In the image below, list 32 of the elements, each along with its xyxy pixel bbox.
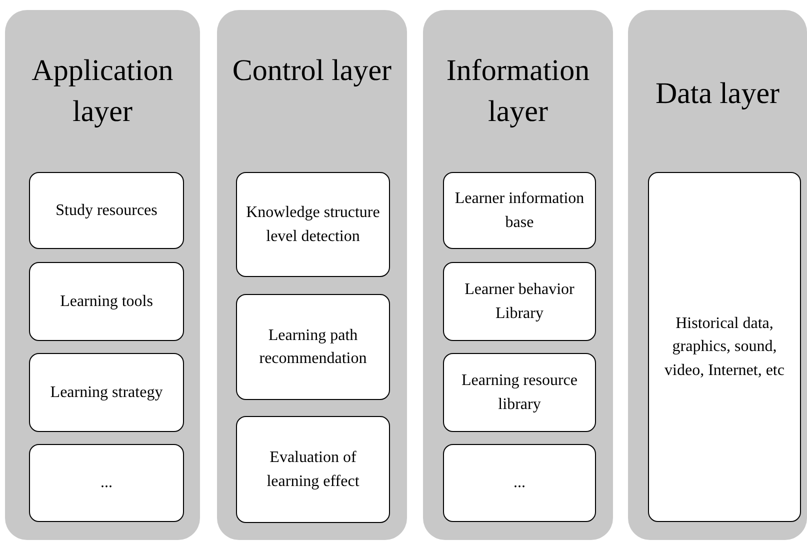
component-label: ... — [100, 473, 112, 494]
component-label: Learning tools — [60, 292, 153, 312]
component-label: Evaluation of learning effect — [266, 448, 360, 492]
layer-panel — [5, 10, 200, 540]
component-box — [443, 444, 596, 522]
component-box — [29, 172, 184, 249]
component-box — [29, 353, 184, 432]
component-box — [443, 262, 596, 341]
layer-panel — [423, 10, 613, 540]
component-label: Learner behavior Library — [464, 280, 576, 324]
component-box — [29, 444, 184, 522]
component-label: Knowledge structure level detection — [245, 203, 381, 246]
layer-title: Control layer — [231, 53, 393, 89]
component-box — [648, 172, 801, 522]
layer-panel — [628, 10, 807, 540]
component-box — [443, 172, 596, 249]
component-label: Study resources — [56, 200, 158, 221]
component-box — [236, 172, 390, 277]
layer-title: Information layer — [445, 53, 591, 130]
layer-panel — [217, 10, 407, 540]
component-label: Learner information base — [454, 189, 586, 232]
layer-title: Data layer — [654, 76, 781, 112]
component-box — [236, 416, 390, 523]
component-label: Learning strategy — [50, 382, 163, 403]
component-label: Learning resource library — [460, 371, 578, 414]
layer-title: Application layer — [30, 53, 174, 130]
component-box — [29, 262, 184, 341]
component-label: ... — [514, 473, 526, 494]
component-box — [443, 353, 596, 432]
component-label: Historical data, graphics, sound, video, Internet, etc — [664, 314, 786, 381]
component-label: Learning path recommendation — [258, 326, 368, 369]
component-box — [236, 294, 390, 400]
